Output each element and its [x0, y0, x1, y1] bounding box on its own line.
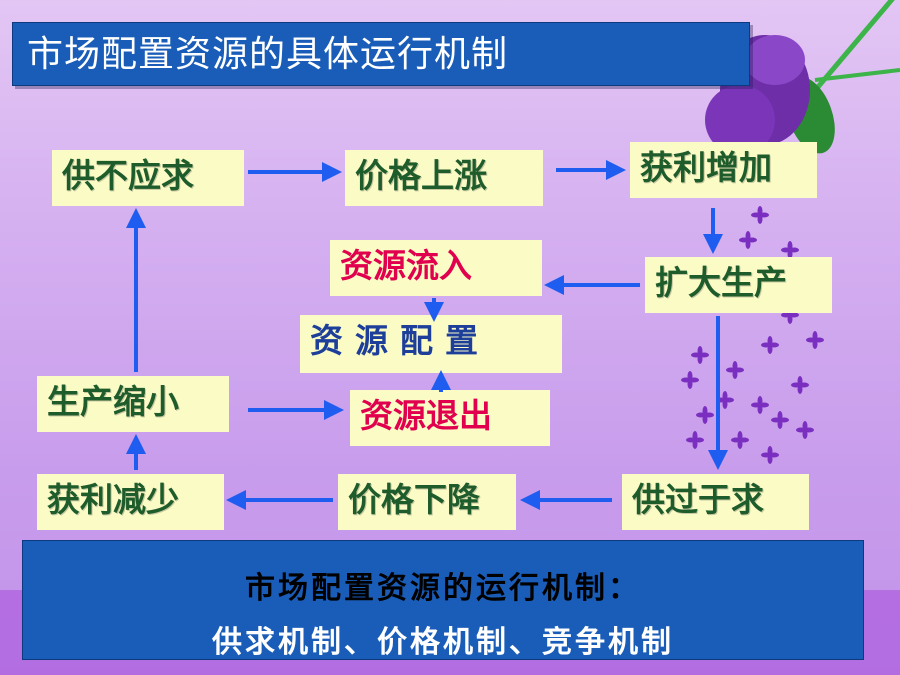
box-profit-down: 获利减少 — [37, 474, 224, 530]
box-expand: 扩大生产 — [645, 257, 832, 313]
box-resource-in: 资源流入 — [330, 240, 542, 296]
page-title: 市场配置资源的具体运行机制 — [27, 34, 509, 75]
summary-heading: 市场配置资源的运行机制： — [245, 571, 641, 606]
box-allocation: 资源配置 — [300, 315, 562, 373]
box-supply-short: 供不应求 — [52, 150, 244, 206]
box-shrink: 生产缩小 — [37, 376, 229, 432]
box-price-up: 价格上涨 — [345, 150, 543, 206]
box-resource-out: 资源退出 — [350, 390, 550, 446]
box-profit-up: 获利增加 — [630, 142, 817, 198]
title-banner: 市场配置资源的具体运行机制 — [12, 22, 750, 86]
summary-mechanisms: 供求机制、价格机制、竞争机制 — [212, 625, 674, 660]
box-price-down: 价格下降 — [338, 474, 516, 530]
summary-panel: 市场配置资源的运行机制： 供求机制、价格机制、竞争机制 — [22, 540, 864, 660]
box-supply-over: 供过于求 — [622, 474, 809, 530]
